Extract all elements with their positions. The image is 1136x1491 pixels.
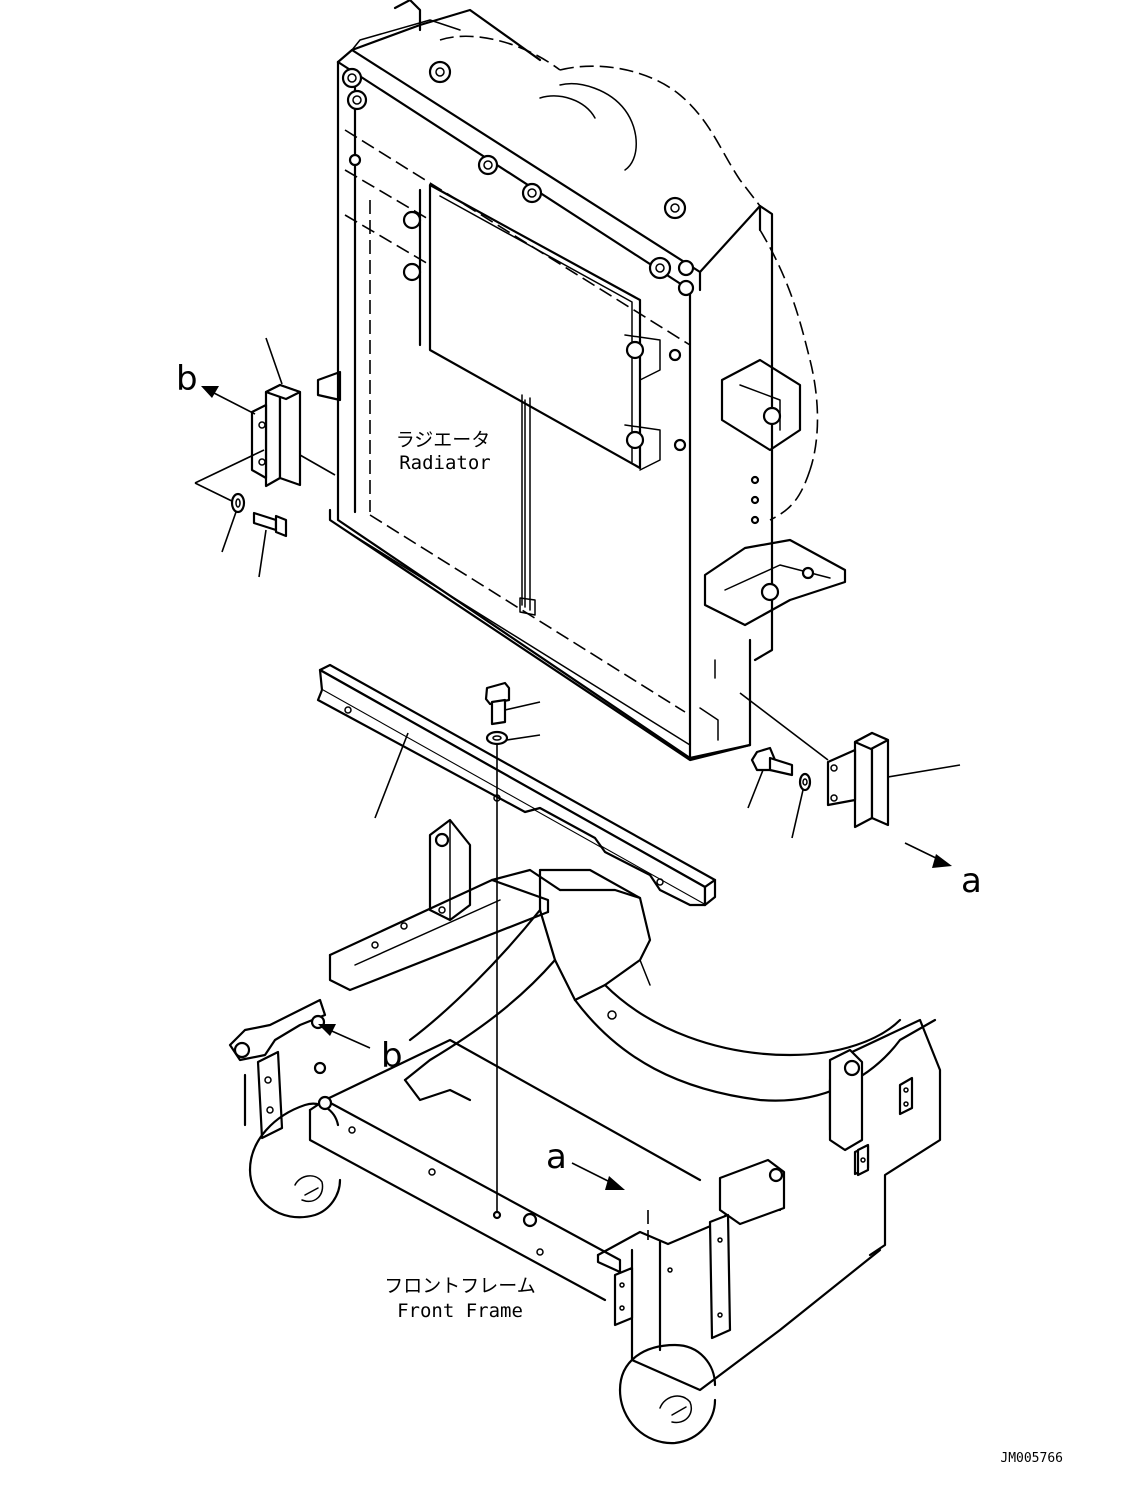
washer-icon (221, 492, 246, 553)
bolt-icon (484, 681, 541, 726)
view-label-a-bottom: a (546, 1137, 567, 1177)
radiator-assembly (316, 0, 847, 762)
view-label-b-bottom: b (381, 1036, 403, 1076)
arrow-icon (201, 386, 256, 415)
left-guard-plate (194, 337, 336, 506)
arrow-icon (318, 1024, 371, 1049)
drawing-code: JM005766 (1000, 1451, 1063, 1466)
cross-member-channel (316, 663, 717, 907)
front-frame (228, 818, 942, 1445)
view-label-b-top: b (176, 359, 198, 399)
radiator-label-en: Radiator (399, 452, 491, 474)
front-frame-label-jp: フロントフレーム (384, 1275, 535, 1297)
bolt-icon (747, 746, 794, 809)
arrow-icon (904, 842, 952, 868)
radiator-label-jp: ラジエータ (396, 429, 491, 451)
arrow-icon (571, 1162, 625, 1190)
right-guard-plate (739, 692, 961, 829)
bolt-icon (252, 511, 288, 578)
front-frame-label-en: Front Frame (397, 1300, 523, 1322)
view-label-a-top: a (961, 861, 982, 901)
washer-icon (485, 730, 541, 746)
washer-icon (791, 772, 812, 839)
